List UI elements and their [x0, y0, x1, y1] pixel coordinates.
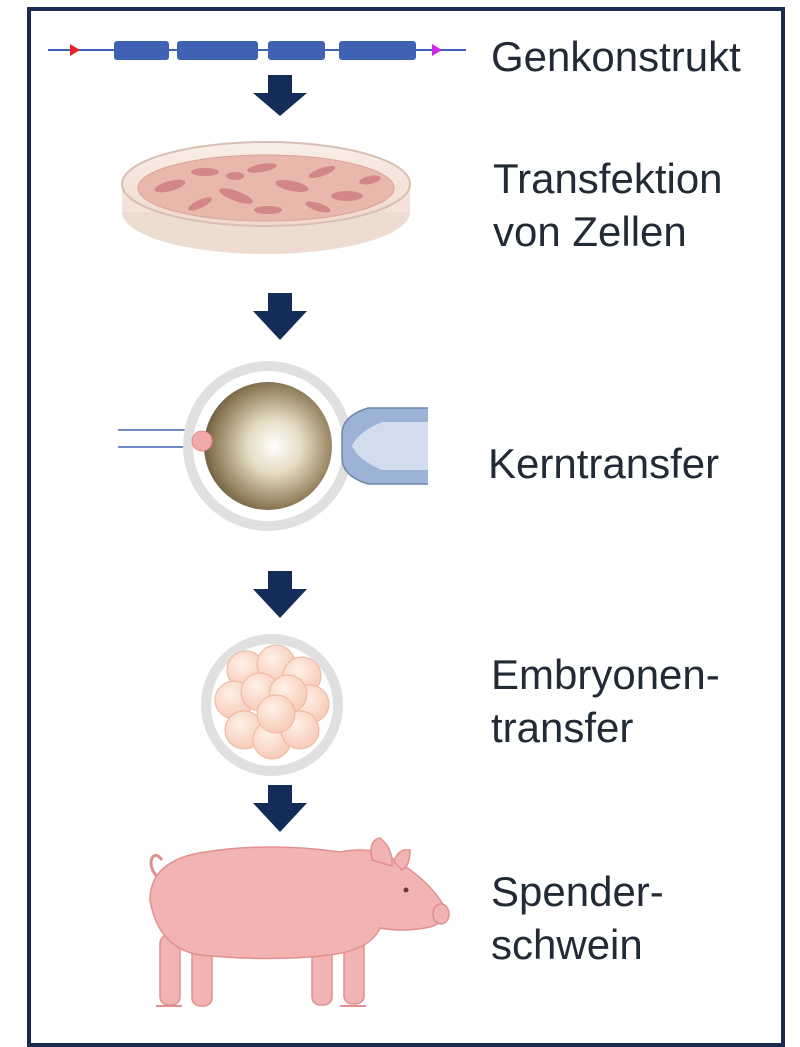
petri-dish-icon — [122, 142, 410, 254]
pig-icon — [150, 838, 449, 1006]
step-label-embryonentransfer: Embryonen- transfer — [491, 648, 720, 754]
step-label-kerntransfer: Kerntransfer — [488, 437, 719, 490]
arrow-down-icon — [253, 293, 307, 340]
step-label-genkonstrukt: Genkonstrukt — [491, 30, 741, 83]
arrow-down-icon — [253, 785, 307, 832]
embryo-icon — [206, 639, 338, 771]
gene-construct-icon — [48, 41, 466, 60]
step-label-transfektion: Transfektion von Zellen — [493, 152, 723, 258]
nuclear-transfer-icon — [118, 366, 428, 526]
arrow-down-icon — [253, 571, 307, 618]
arrow-down-icon — [253, 75, 307, 116]
step-label-spenderschwein: Spender- schwein — [491, 865, 664, 971]
